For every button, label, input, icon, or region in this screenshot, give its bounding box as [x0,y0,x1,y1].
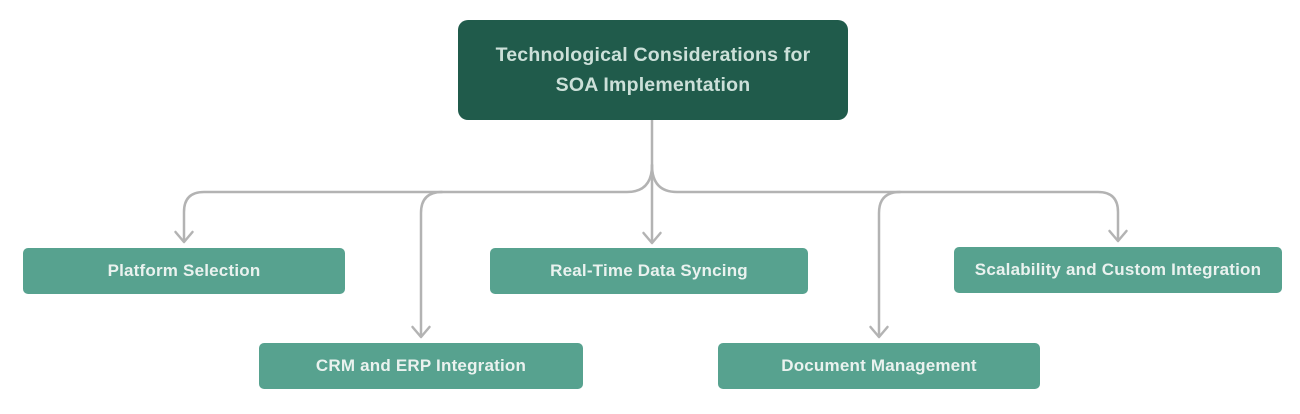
arrowhead-crm-icon [411,325,431,339]
node-scalability-and-custom-integration: Scalability and Custom Integration [954,247,1282,293]
node-document-management-label: Document Management [781,356,977,375]
node-crm-and-erp-integration: CRM and ERP Integration [259,343,583,389]
node-scalability-and-custom-integration-label: Scalability and Custom Integration [974,260,1262,279]
arrowhead-document-icon [869,325,889,339]
node-root-label-line1: Technological Considerations for [495,44,811,66]
node-root-label-line2: SOA Implementation [555,74,751,96]
node-real-time-data-syncing: Real-Time Data Syncing [490,248,808,294]
node-document-management: Document Management [718,343,1040,389]
node-crm-and-erp-integration-label: CRM and ERP Integration [315,356,527,375]
connector-root-to-platform-selection [182,163,654,241]
node-real-time-data-syncing-label: Real-Time Data Syncing [550,261,748,280]
node-root: Technological Considerations for SOA Imp… [458,20,848,120]
connector-root-to-document [877,190,902,336]
arrowhead-platform-selection-icon [174,230,194,244]
node-platform-selection: Platform Selection [23,248,345,294]
connector-root-to-scalability [650,163,1120,240]
connector-root-to-crm [419,190,444,336]
node-platform-selection-label: Platform Selection [107,261,261,280]
arrowhead-real-time-icon [642,231,662,245]
arrowhead-scalability-icon [1108,229,1128,243]
